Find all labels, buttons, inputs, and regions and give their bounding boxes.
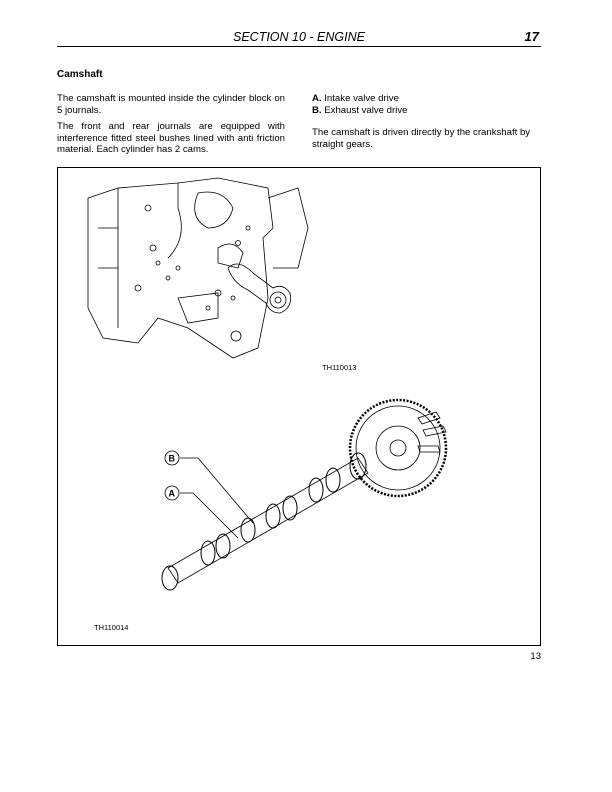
callout-b: B <box>164 450 180 466</box>
page-number: 17 <box>524 29 539 44</box>
legend-item-a: A. Intake valve drive <box>312 93 399 104</box>
figure-code-top: TH110013 <box>322 363 356 372</box>
figure-code-bottom: TH110014 <box>94 623 128 632</box>
callout-a: A <box>164 485 180 501</box>
section-heading: Camshaft <box>57 69 103 80</box>
left-column: The camshaft is mounted inside the cylin… <box>57 93 285 161</box>
cylinder-block-drawing <box>87 177 309 359</box>
paragraph: The camshaft is driven directly by the c… <box>312 127 531 150</box>
right-column: A. Intake valve drive B. Exhaust valve d… <box>312 93 540 155</box>
section-title: SECTION 10 - ENGINE <box>233 30 365 44</box>
engine-illustration: TH110013 B <box>87 177 448 632</box>
figure-frame: TH110013 B <box>57 167 541 646</box>
paragraph: The camshaft is mounted inside the cylin… <box>57 93 285 116</box>
legend-item-b: B. Exhaust valve drive <box>312 104 408 116</box>
figure-number: 13 <box>530 651 541 662</box>
svg-text:B: B <box>169 454 176 464</box>
svg-text:A: A <box>169 489 176 499</box>
paragraph: The front and rear journals are equipped… <box>57 121 285 156</box>
page-header: SECTION 10 - ENGINE 17 <box>57 28 541 47</box>
camshaft-drawing <box>161 398 448 591</box>
